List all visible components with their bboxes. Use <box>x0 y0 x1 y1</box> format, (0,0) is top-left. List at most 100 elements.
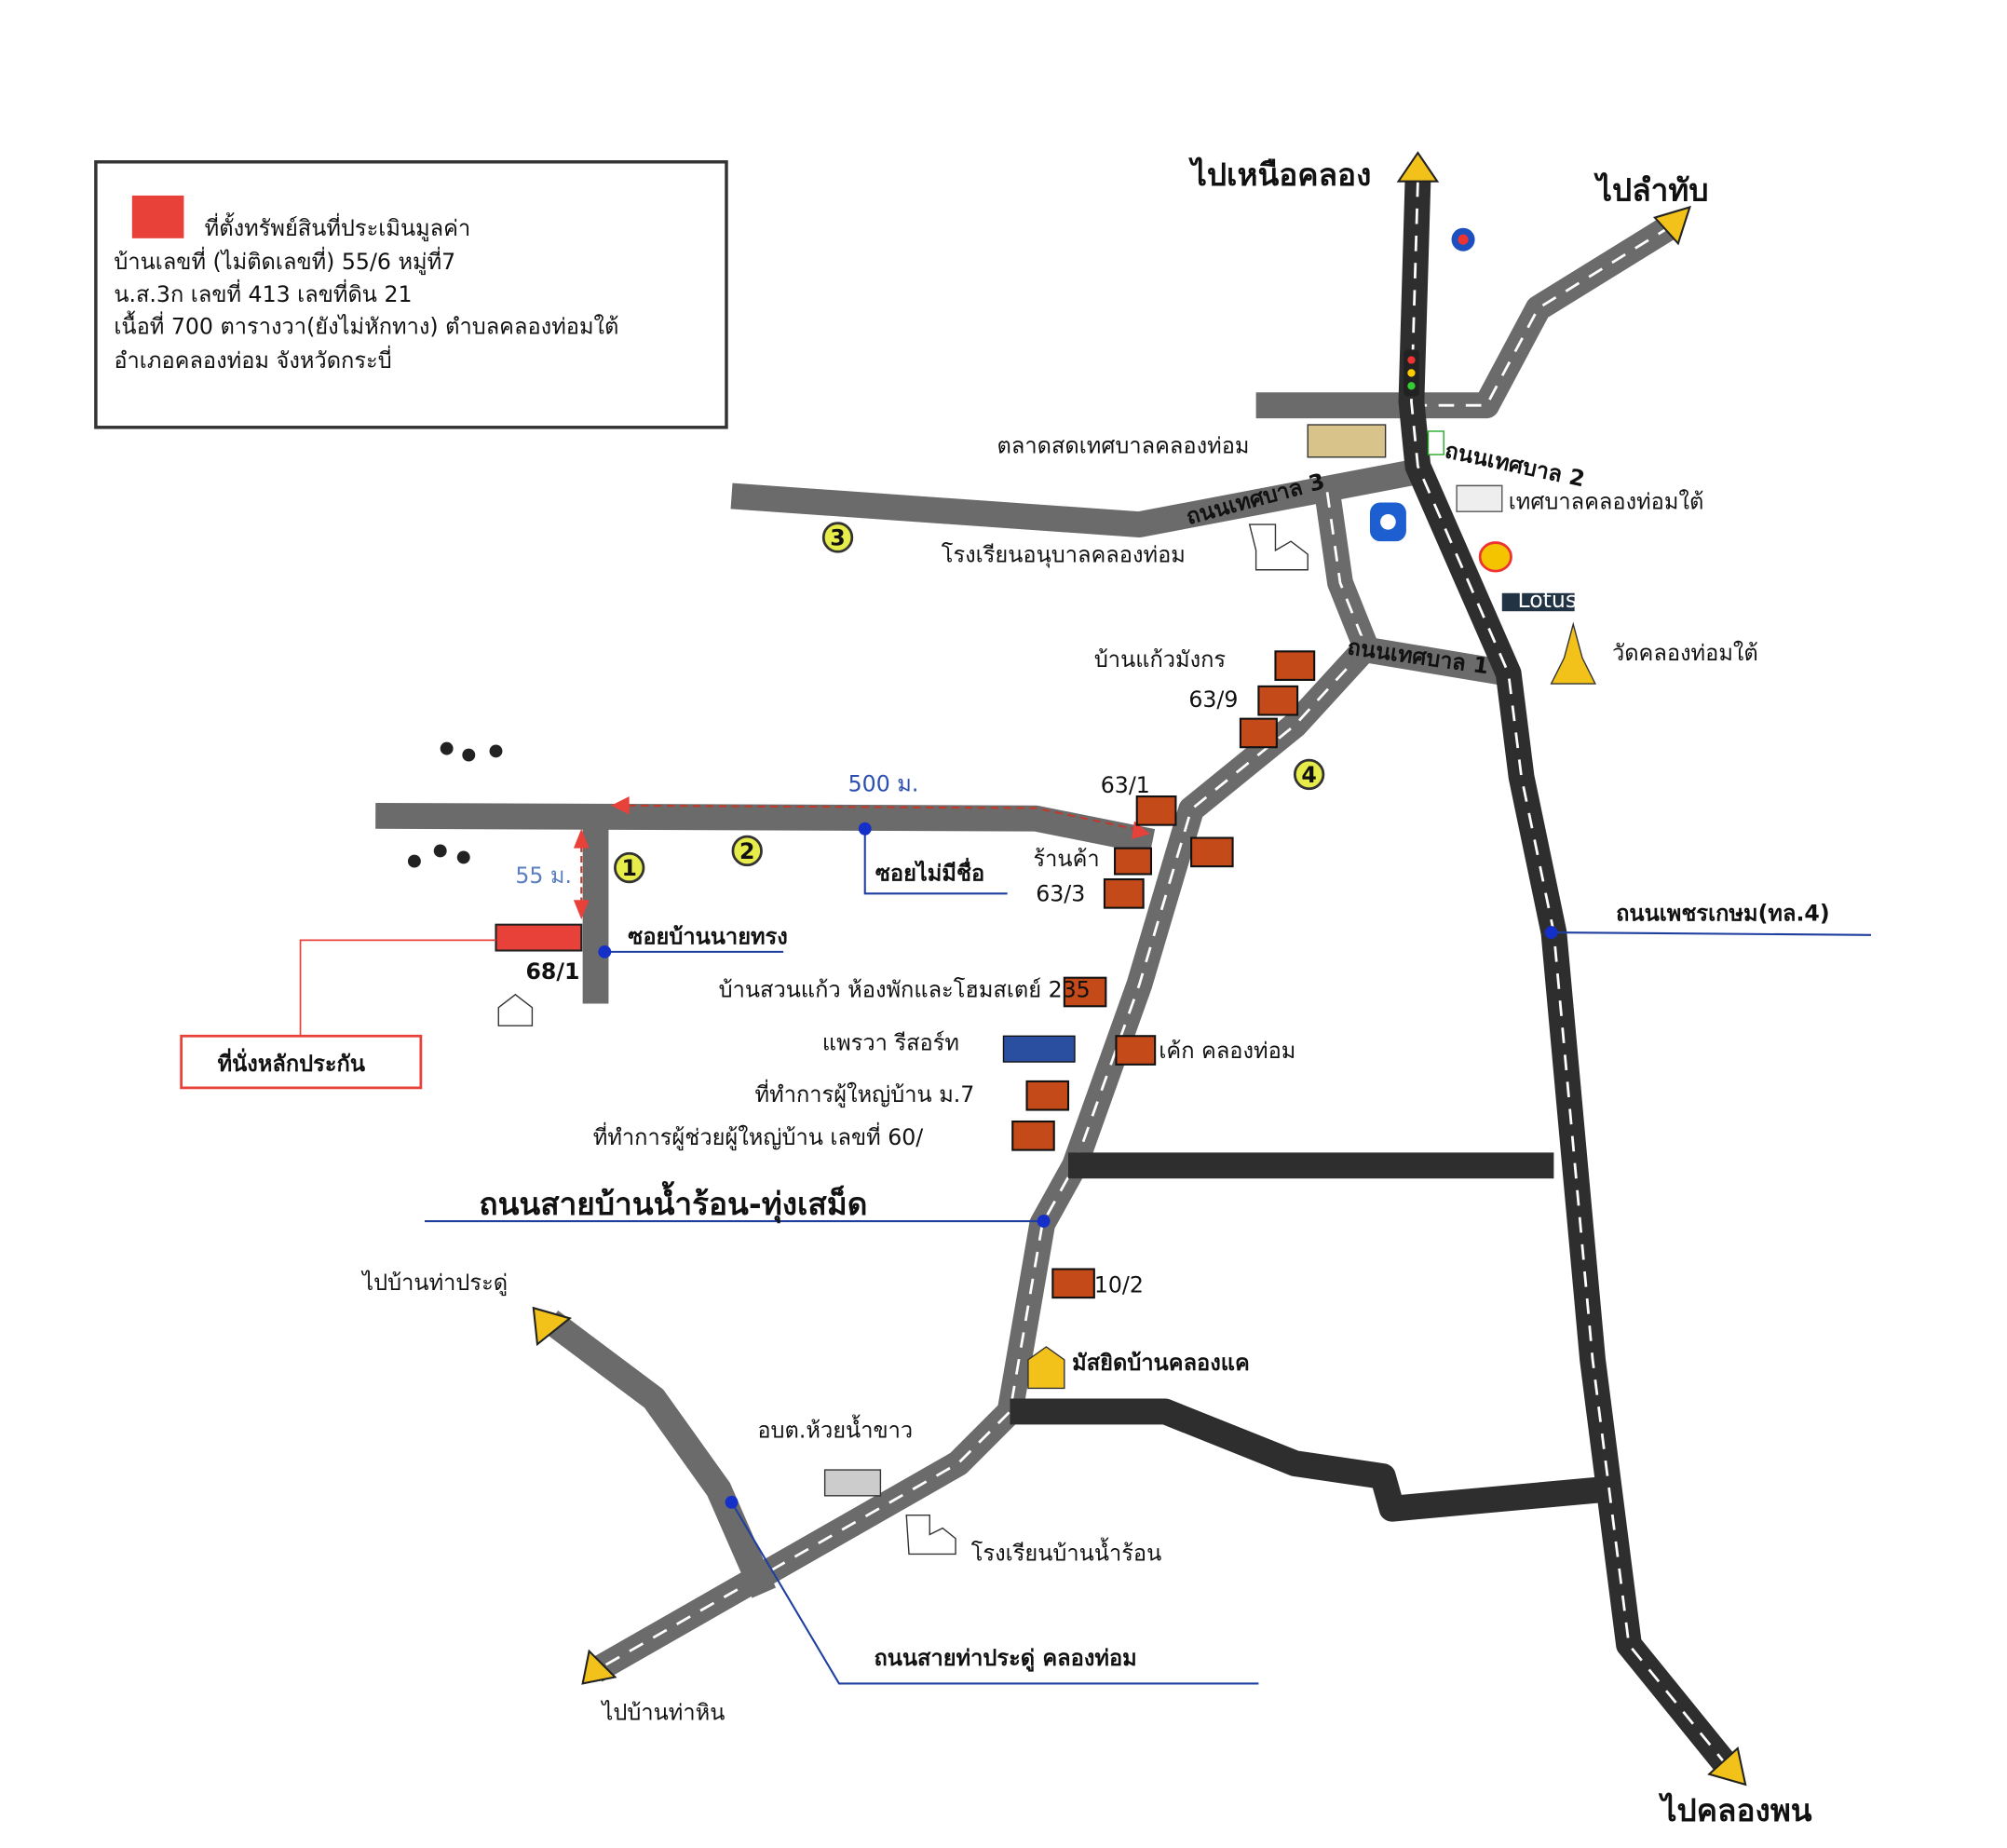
labels: ไปเหนือคลอง ไปลำทับ ตลาดสดเทศบาลคลองท่อม… <box>360 156 1829 1828</box>
leader-dot <box>725 1495 739 1509</box>
road-lam-thap <box>1411 215 1677 419</box>
house-icon <box>1025 1080 1070 1111</box>
sao-office-icon <box>823 1469 882 1497</box>
arrow-lam-thap-icon <box>1652 205 1691 246</box>
label-market: ตลาดสดเทศบาลคลองท่อม <box>997 433 1250 459</box>
label-headman: ที่ทำการผู้ใหญ่บ้าน ม.7 <box>755 1079 975 1108</box>
label-tesaban2: ถนนเทศบาล 2 <box>1443 437 1587 492</box>
label-cake: เค้ก คลองท่อม <box>1159 1038 1295 1064</box>
label-asst-headman: ที่ทำการผู้ช่วยผู้ใหญ่บ้าน เลขที่ 60/ <box>593 1121 924 1151</box>
mosque-icon <box>1027 1346 1065 1390</box>
temple-icon <box>1550 621 1597 685</box>
label-10-2: 10/2 <box>1094 1272 1144 1298</box>
label-shop: ร้านค้า <box>1033 846 1099 872</box>
school-icon <box>1248 523 1309 571</box>
distance-arrow-icon <box>611 796 630 815</box>
legend-line: น.ส.3ก เลขที่ 413 เลขที่ดิน 21 <box>114 279 412 307</box>
house-icon <box>1011 1120 1055 1151</box>
label-to-nuea-khlong: ไปเหนือคลอง <box>1188 156 1371 193</box>
school-icon <box>905 1514 956 1556</box>
house-icon <box>1190 836 1234 868</box>
label-tha-pradu-road: ถนนสายท่าประดู่ คลองท่อม <box>874 1645 1136 1672</box>
house-icon <box>1135 795 1177 826</box>
label-wat: วัดคลองท่อมใต้ <box>1612 640 1758 666</box>
lotus-icon <box>1501 592 1575 612</box>
label-tesaban1: ถนนเทศบาล 1 <box>1346 633 1490 679</box>
marker-2: 2 <box>739 838 754 864</box>
roads <box>375 181 1739 1776</box>
road-tesaban1 <box>1350 634 1512 686</box>
collateral-label: ที่นั่งหลักประกัน <box>218 1048 365 1077</box>
label-55m: 55 ม. <box>515 863 572 889</box>
municipality-icon <box>1456 484 1503 512</box>
leaders <box>425 828 1872 1685</box>
direction-arrows <box>532 151 1747 1787</box>
label-63-1: 63/1 <box>1101 772 1150 798</box>
legend-title: ที่ตั้งทรัพย์สินที่ประเมินมูลค่า <box>205 212 471 242</box>
poi-icons: Lotus <box>407 227 1597 1556</box>
marker-1: 1 <box>621 855 636 881</box>
house-icon <box>1063 976 1107 1008</box>
label-mosque: มัสยิดบ้านคลองแค <box>1072 1350 1250 1376</box>
house-icon <box>1114 847 1153 876</box>
label-63-3: 63/3 <box>1036 881 1085 907</box>
label-ban-kaew-mangkorn: บ้านแก้วมังกร <box>1094 646 1226 673</box>
legend-line: บ้านเลขที่ (ไม่ติดเลขที่) 55/6 หมู่ที่7 <box>114 246 455 276</box>
label-to-khlong-phon: ไปคลองพน <box>1659 1792 1812 1828</box>
marker-3: 3 <box>830 524 845 550</box>
seven-eleven-icon <box>1427 430 1444 455</box>
label-homestay: บ้านสวนแก้ว ห้องพักและโฮมสเตย์ 235 <box>719 977 1091 1003</box>
legend-line: อำเภอคลองท่อม จังหวัดกระบี่ <box>114 345 391 374</box>
house-icon <box>1257 685 1299 716</box>
leader-dot <box>598 944 612 958</box>
label-63-9: 63/9 <box>1188 686 1238 713</box>
lotus-label: Lotus <box>1517 587 1577 613</box>
collateral-box <box>180 1034 423 1090</box>
road-tesaban3 <box>730 459 1415 537</box>
arrow-tha-pradu-icon <box>532 1306 572 1347</box>
road-west-soi <box>375 803 1156 855</box>
house-icon <box>1051 1268 1095 1299</box>
label-68-1: 68/1 <box>525 958 579 985</box>
label-phetkasem: ถนนเพชรเกษม(ทล.4) <box>1616 901 1830 927</box>
label-to-lam-thap: ไปลำทับ <box>1593 172 1708 209</box>
road-phetkasem <box>1398 181 1739 1776</box>
arrow-khlong-phon-icon <box>1707 1746 1747 1787</box>
house-icon <box>497 993 534 1026</box>
tree-icon <box>407 741 503 868</box>
label-soi-nai-song: ซอยบ้านนายทรง <box>628 924 788 950</box>
house-icon <box>1239 717 1278 749</box>
leader-dot <box>1037 1215 1051 1229</box>
house-icon <box>1274 650 1316 681</box>
road-tha-pradu <box>542 1311 777 1598</box>
arrow-north-icon <box>1396 151 1440 183</box>
label-500m: 500 ม. <box>848 770 919 796</box>
label-to-tha-pradu: ไปบ้านท่าประดู่ <box>360 1270 508 1297</box>
house-icons <box>1011 650 1316 1299</box>
distance-line-500m <box>615 804 1146 833</box>
shell-icon <box>1478 541 1512 573</box>
leader-dot <box>858 822 872 836</box>
road-bottom-loop <box>1010 1398 1607 1522</box>
label-resort: แพรวา รีสอร์ท <box>822 1030 959 1056</box>
label-sao: อบต.ห้วยน้ำขาว <box>757 1414 913 1443</box>
label-to-tha-hin: ไปบ้านท่าหิน <box>601 1699 726 1725</box>
label-soi-no-name: ซอยไม่มีชื่อ <box>875 857 984 886</box>
label-nam-ron-school: โรงเรียนบ้านน้ำร้อน <box>971 1537 1162 1566</box>
arrow-tha-hin-icon <box>581 1649 617 1685</box>
label-municipality: เทศบาลคลองท่อมใต้ <box>1509 488 1704 514</box>
legend-line: เนื้อที่ 700 ตารางวา(ยังไม่หักทาง) ตำบลค… <box>114 311 618 340</box>
distance-arrow-icon <box>573 828 590 849</box>
market-icon <box>1307 424 1387 458</box>
property-swatch <box>131 195 184 238</box>
label-tesaban3: ถนนเทศบาล 3 <box>1184 468 1328 530</box>
house-icon <box>1115 1035 1157 1066</box>
legend-box: ที่ตั้งทรัพย์สินที่ประเมินมูลค่า บ้านเลข… <box>94 160 728 429</box>
marker-4: 4 <box>1301 762 1316 788</box>
distance-arrow-icon <box>573 900 590 920</box>
resort-icon <box>1002 1035 1076 1063</box>
collateral-leader <box>299 939 496 1037</box>
property-location[interactable] <box>495 923 583 952</box>
leader-dot <box>1544 926 1558 939</box>
